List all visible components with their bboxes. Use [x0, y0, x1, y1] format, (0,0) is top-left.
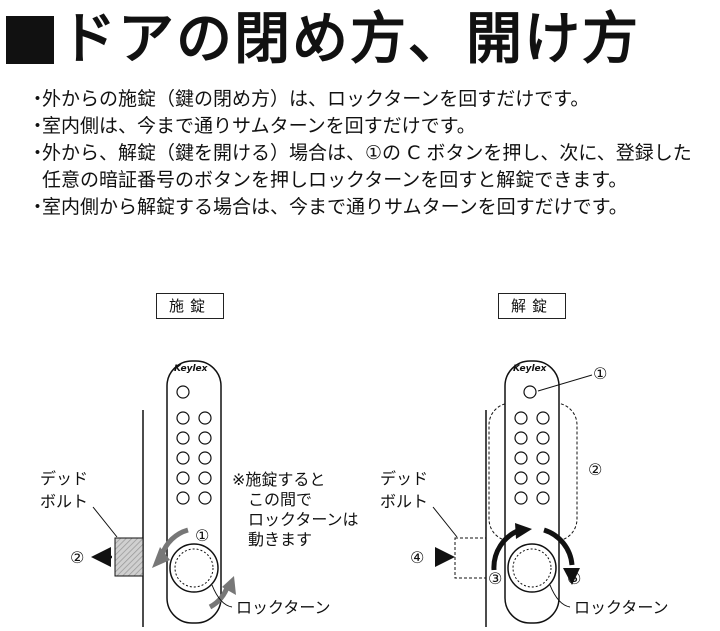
- deadbolt-label-line1: デッド: [380, 469, 429, 488]
- keypad-buttons: [176, 411, 212, 505]
- instruction-text: 外からの施錠（鍵の閉め方）は、ロックターンを回すだけです。: [42, 88, 590, 110]
- marker-1: ①: [593, 364, 608, 383]
- rotation-arrow-right: [543, 527, 575, 566]
- brand-logo: Keylex: [174, 364, 208, 374]
- lockturn-label: ロックターン: [574, 598, 669, 617]
- left-lock-diagram: [91, 360, 236, 627]
- bullet-dot: ・: [28, 88, 48, 110]
- note-line: ※施錠すると: [232, 470, 326, 489]
- bullet-dot: ・: [28, 142, 48, 164]
- note-line: 動きます: [248, 530, 313, 549]
- marker-5: ⑤: [567, 569, 582, 588]
- deadbolt-retracted: [454, 537, 487, 579]
- deadbolt-label-line2: ボルト: [40, 492, 89, 511]
- page-title: ドアの閉め方、開け方: [6, 0, 640, 80]
- marker-2: ②: [70, 548, 85, 567]
- brand-logo: Keylex: [513, 364, 547, 374]
- deadbolt-label-line1: デッド: [40, 469, 89, 488]
- instructions-list: ・ 外からの施錠（鍵の閉め方）は、ロックターンを回すだけです。 ・ 室内側は、今…: [28, 86, 708, 221]
- instruction-text: 外から、解錠（鍵を開ける）場合は、①の C ボタンを押し、次に、登録した任意の暗…: [42, 142, 692, 191]
- instruction-text: 室内側は、今まで通りサムターンを回すだけです。: [42, 115, 476, 137]
- unlock-label-box: 解錠: [498, 293, 566, 319]
- bullet-dot: ・: [28, 196, 48, 218]
- title-square-icon: [6, 16, 54, 64]
- note-line: この間で: [248, 490, 313, 509]
- instruction-item: ・ 外から、解錠（鍵を開ける）場合は、①の C ボタンを押し、次に、登録した任意…: [28, 140, 708, 194]
- keypad-button-c: [523, 385, 537, 399]
- marker-4: ④: [410, 548, 425, 567]
- marker-2: ②: [588, 460, 603, 479]
- lock-note: ※施錠すると この間で ロックターンは 動きます: [232, 470, 359, 550]
- instruction-item: ・ 室内側は、今まで通りサムターンを回すだけです。: [28, 113, 708, 140]
- page-title-text: ドアの閉め方、開け方: [60, 7, 640, 72]
- lockturn-label: ロックターン: [236, 598, 331, 617]
- right-unlock-diagram: [432, 360, 593, 627]
- bullet-dot: ・: [28, 115, 48, 137]
- lock-label-box: 施錠: [156, 293, 224, 319]
- deadbolt-extended: [114, 537, 144, 577]
- lockturn-knob: [169, 543, 219, 593]
- deadbolt-label-line2: ボルト: [380, 492, 429, 511]
- note-line: ロックターンは: [248, 510, 359, 529]
- instruction-item: ・ 外からの施錠（鍵の閉め方）は、ロックターンを回すだけです。: [28, 86, 708, 113]
- rotation-arrow-left: [491, 527, 521, 571]
- diagram-svg: [91, 360, 593, 627]
- marker-3: ③: [488, 569, 503, 588]
- diagram-area: 施錠 Keylex デッド ボルト ② ① ※施錠すると この間で ロックターン…: [0, 285, 720, 627]
- keypad-buttons: [514, 411, 550, 505]
- instruction-item: ・ 室内側から解錠する場合は、今まで通りサムターンを回すだけです。: [28, 194, 708, 221]
- lockturn-knob: [507, 543, 557, 593]
- marker-1: ①: [195, 526, 210, 545]
- keypad-button-c: [176, 385, 190, 399]
- instruction-text: 室内側から解錠する場合は、今まで通りサムターンを回すだけです。: [42, 196, 628, 218]
